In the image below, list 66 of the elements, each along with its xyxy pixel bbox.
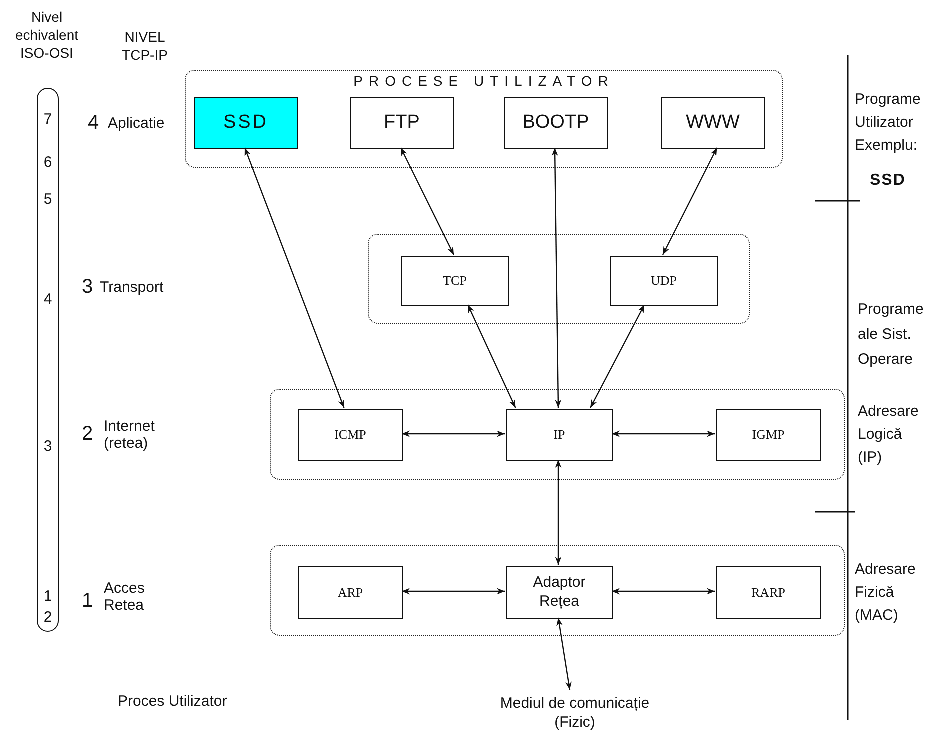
process-box [350, 97, 454, 149]
process-box [194, 97, 298, 149]
level-label: NIVEL TCP-IP [121, 28, 169, 64]
protocol-box [506, 409, 613, 461]
level-number: 4 [88, 112, 100, 135]
process-box [506, 566, 613, 619]
node-label: ARP [338, 584, 364, 600]
node-label: FTP [384, 112, 420, 134]
arrow [612, 588, 715, 595]
level-label: Proces Utilizator [118, 693, 228, 710]
level-label: Acces Retea [104, 580, 146, 614]
layer-group-box [368, 234, 750, 324]
level-number: 7 [42, 111, 54, 129]
node-label: BOOTP [522, 112, 590, 134]
arrow [468, 304, 516, 408]
arrow [590, 304, 646, 408]
arrow [662, 148, 718, 256]
process-box [504, 97, 608, 149]
arrow [402, 430, 505, 438]
level-number: 2 [42, 609, 54, 627]
side-note: Programe Utilizator Exemplu: [855, 90, 922, 156]
group-title: PROCESE UTILIZATOR [354, 73, 614, 89]
arrow [555, 460, 562, 565]
protocol-box [298, 566, 403, 619]
arrow [556, 618, 572, 690]
node-label: SSD [223, 112, 269, 134]
node-label: ICMP [334, 427, 366, 443]
node-label: TCP [443, 273, 467, 289]
level-number: 3 [82, 276, 94, 299]
osi-level-bar [37, 88, 59, 632]
level-number: 6 [42, 154, 54, 172]
layer-group-box [270, 389, 845, 480]
level-label: Internet (retea) [104, 418, 156, 452]
level-number: 1 [42, 588, 54, 606]
node-label: Mediul de comunicație (Fizic) [499, 695, 651, 733]
protocol-box [298, 409, 403, 461]
node-label: RARP [752, 584, 786, 600]
node-label: IGMP [752, 427, 785, 443]
example-label: SSD [870, 172, 907, 190]
node-label: IP [554, 427, 566, 443]
level-number: 1 [82, 590, 94, 613]
protocol-box [716, 409, 821, 461]
node-label: UDP [650, 273, 677, 289]
level-label: Aplicatie [108, 115, 166, 132]
level-number: 2 [82, 423, 94, 446]
node-label: WWW [686, 112, 740, 134]
level-label: Nivel echivalent ISO-OSI [14, 8, 80, 63]
level-number: 4 [42, 291, 54, 309]
level-number: 5 [42, 191, 54, 209]
arrow [400, 148, 455, 256]
side-note: Adresare Fizică (MAC) [855, 560, 917, 626]
arrow [552, 148, 562, 408]
arrow [402, 588, 505, 595]
protocol-box [401, 256, 509, 306]
protocol-box [716, 566, 821, 619]
layer-group-box [270, 545, 845, 636]
node-label: Adaptor Rețea [532, 574, 587, 612]
side-note: Adresare Logică (IP) [858, 402, 920, 468]
level-label: Transport [100, 279, 165, 296]
side-note: Programe ale Sist. Operare [858, 300, 925, 370]
arrow [612, 430, 715, 438]
layer-group-box [185, 70, 783, 168]
process-box [661, 97, 765, 149]
protocol-box [610, 256, 718, 306]
arrow [244, 148, 345, 408]
level-number: 3 [42, 438, 54, 456]
